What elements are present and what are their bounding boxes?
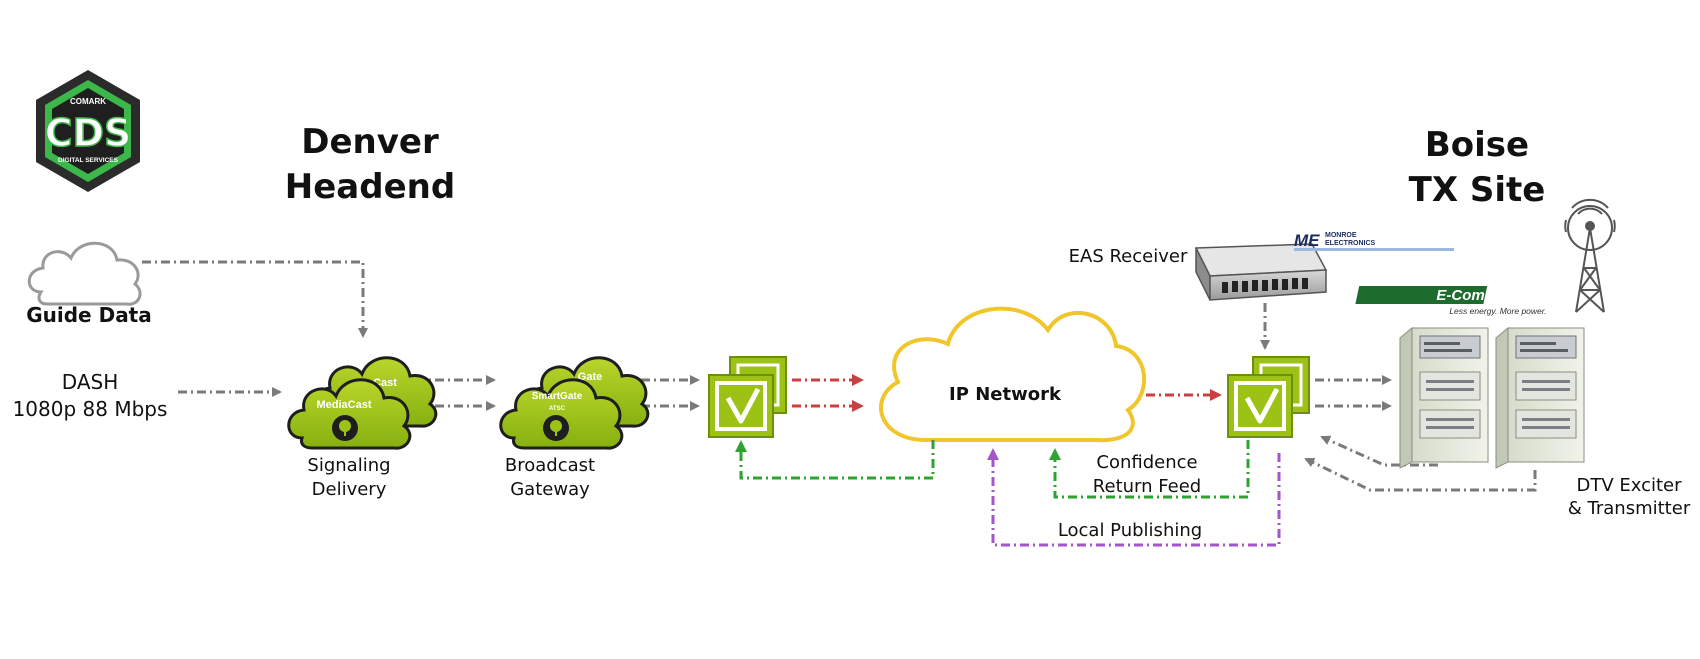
right-verification-device-icon: [1227, 356, 1310, 438]
local-publishing-label: Local Publishing: [1058, 520, 1202, 541]
mediacast-label-line1: Signaling: [307, 455, 390, 476]
logo-name: COMARK: [70, 97, 106, 106]
eas-receiver-label: EAS Receiver: [1069, 246, 1188, 267]
dash-label-line2: 1080p 88 Mbps: [13, 397, 168, 421]
dash-label-line1: DASH: [62, 370, 118, 394]
ip-network-cloud-icon: [879, 306, 1147, 443]
smartgate-front-text: SmartGate: [532, 391, 583, 402]
e-compact-mark: E-Compact: [1436, 287, 1516, 304]
smartgate-back-text: Gate: [578, 371, 602, 383]
local-publishing-flow: [987, 448, 1281, 547]
confidence-label-line1: Confidence: [1096, 452, 1197, 473]
transmitter-rack-right-icon: [1495, 326, 1585, 469]
tx-site-title-line1: Boise: [1425, 125, 1529, 165]
transmitter-rack-left-icon: [1399, 326, 1489, 469]
antenna-tower-icon: [1564, 198, 1616, 313]
smartgate-label-line1: Broadcast: [505, 455, 595, 476]
smartgate-front-sub: ATSC: [549, 406, 566, 412]
green-return-flows: [735, 440, 1250, 499]
smartgate-icon: Gate SmartGate ATSC: [499, 356, 650, 450]
mediacast-icon: Cast MediaCast: [287, 356, 438, 450]
comark-cds-logo: COMARK CDS DIGITAL SERVICES: [36, 70, 140, 192]
e-compact-tagline: Less energy. More power.: [1449, 306, 1546, 316]
smartgate-label-line2: Gateway: [510, 479, 590, 500]
left-verification-device-icon: [708, 356, 787, 438]
logo-tagline: DIGITAL SERVICES: [58, 157, 119, 164]
mediacast-label-line2: Delivery: [312, 479, 387, 500]
guide-data-cloud-icon: [27, 241, 142, 306]
monroe-mark: ME: [1294, 231, 1320, 250]
headend-title-line1: Denver: [301, 122, 439, 162]
monroe-electronics-logo: ME MONROE ELECTRONICS: [1294, 231, 1454, 251]
mediacast-front-text: MediaCast: [316, 399, 371, 411]
guide-data-label: Guide Data: [26, 303, 152, 327]
monroe-line1: MONROE: [1325, 232, 1357, 239]
exciter-label-line2: & Transmitter: [1568, 498, 1691, 519]
tx-site-title-line2: TX Site: [1409, 170, 1546, 210]
confidence-label-line2: Return Feed: [1093, 476, 1201, 497]
ip-network-label: IP Network: [949, 384, 1062, 405]
exciter-label-line1: DTV Exciter: [1576, 475, 1682, 496]
headend-title-line2: Headend: [285, 167, 455, 207]
transmitter-gray-arrows: [1304, 375, 1537, 492]
e-compact-logo: E-Compact Less energy. More power.: [1355, 286, 1547, 316]
red-flow-arrows: [792, 374, 1222, 412]
eas-receiver-icon: [1194, 243, 1328, 301]
logo-mark: CDS: [45, 111, 132, 155]
monroe-line2: ELECTRONICS: [1325, 240, 1376, 247]
